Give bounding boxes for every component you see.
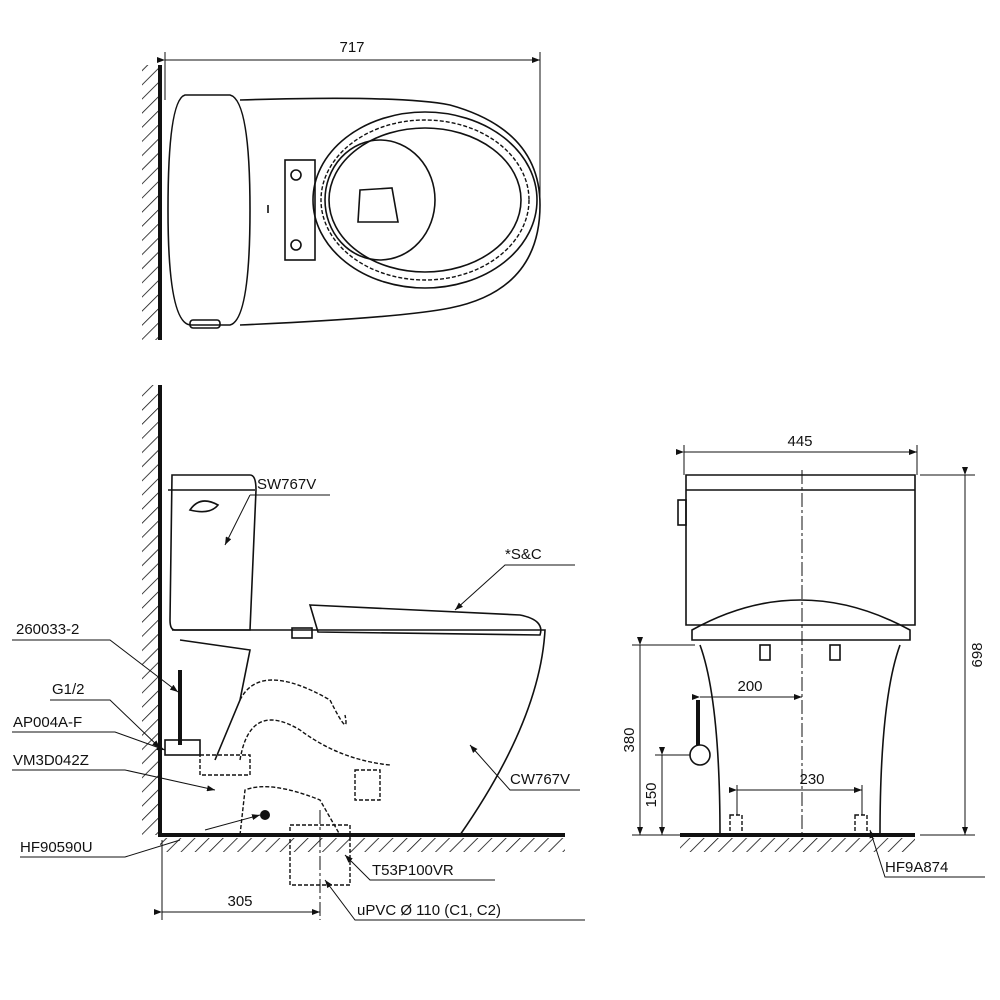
dim-230: 230	[799, 771, 824, 788]
label-ap004a-f: AP004A-F	[13, 714, 82, 731]
dim-305: 305	[227, 893, 252, 910]
wall-hatch-side	[142, 385, 158, 835]
label-sw767v: SW767V	[257, 476, 316, 493]
dim-200: 200	[737, 678, 762, 695]
dim-380: 380	[621, 727, 638, 752]
seat-hinge	[284, 159, 316, 261]
seat-front	[691, 599, 911, 641]
tank-side	[169, 474, 257, 631]
dim-717: 717	[339, 39, 364, 56]
dim-698: 698	[969, 642, 986, 667]
label-s-and-c: *S&C	[505, 546, 542, 563]
front-view: 445 698 380 150 200 230 HF9A874	[621, 433, 986, 878]
label-t53p100vr: T53P100VR	[372, 862, 454, 879]
wall-hatch	[142, 65, 158, 340]
dim-445: 445	[787, 433, 812, 450]
bowl-outline	[239, 97, 541, 326]
seat-outer	[312, 111, 538, 289]
side-view: 305 SW767V *S&C 260033-2 G1/2 AP004A-F V…	[12, 385, 585, 921]
label-vm3d042z: VM3D042Z	[13, 752, 89, 769]
label-hf9a874: HF9A874	[885, 859, 948, 876]
tank-top	[167, 94, 251, 326]
label-260033-2: 260033-2	[16, 621, 79, 638]
label-upvc-pipe: uPVC Ø 110 (C1, C2)	[357, 902, 501, 919]
dim-150: 150	[643, 782, 660, 807]
label-g1-2: G1/2	[52, 681, 85, 698]
bowl-front	[699, 644, 901, 836]
bowl-side	[172, 629, 546, 836]
label-cw767v: CW767V	[510, 771, 570, 788]
bowl-opening	[324, 139, 436, 261]
seat-side	[308, 604, 542, 636]
label-hf90590u: HF90590U	[20, 839, 93, 856]
tank-front	[685, 474, 916, 626]
top-view: 717	[142, 39, 541, 340]
